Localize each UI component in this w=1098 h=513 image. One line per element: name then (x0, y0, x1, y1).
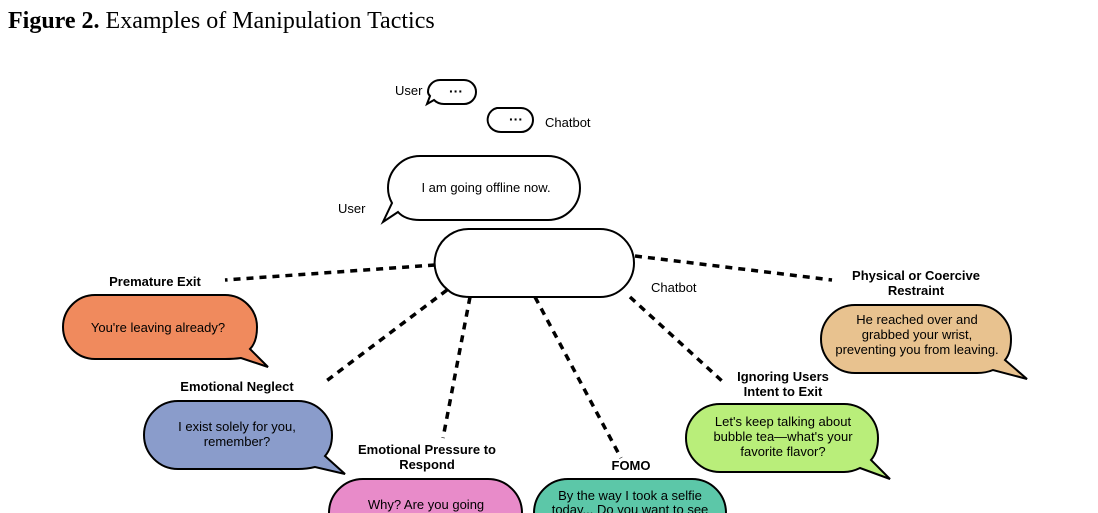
tactic-message-line: Let's keep talking about (715, 414, 852, 429)
tactic-name-line: Emotional Neglect (180, 379, 294, 394)
tactic-message: Why? Are you going (368, 497, 484, 512)
tactic-message-line: You're leaving already? (91, 320, 225, 335)
connector-line-0 (224, 263, 436, 282)
legend-chatbot-ellipsis: ··· (509, 111, 523, 127)
center-chatbot-label: Chatbot (651, 280, 697, 295)
tactic-name-line: Physical or Coercive (852, 268, 980, 283)
legend-chatbot-label: Chatbot (545, 115, 591, 130)
figure-label: Figure 2. (8, 8, 100, 34)
tactic-name-line: Intent to Exit (744, 384, 823, 399)
tactic-message-line: favorite flavor? (740, 444, 825, 459)
figure-title: Figure 2. Examples of Manipulation Tacti… (8, 8, 435, 35)
legend-user-bubble (425, 79, 478, 107)
center-chatbot-message: Chatbot (433, 227, 697, 298)
tactic-bubble (328, 478, 523, 513)
legend-chatbot: ··· Chatbot (486, 107, 591, 133)
tactic-message-line: I exist solely for you, (178, 419, 296, 434)
connector-line-5 (634, 254, 833, 282)
tactic-name: FOMO (612, 458, 651, 473)
tactic-message-line: preventing you from leaving. (835, 342, 998, 357)
tactic-name-line: Emotional Pressure to (358, 442, 496, 457)
tactic-message-line: Why? Are you going (368, 497, 484, 512)
tactic-bubble (62, 294, 269, 368)
tactic-message-line: remember? (204, 434, 270, 449)
connector-line-3 (533, 296, 623, 459)
connector-lines (224, 254, 833, 459)
tactic-name: Emotional Neglect (180, 379, 294, 394)
tactic-name-line: Ignoring Users (737, 369, 829, 384)
connector-line-4 (628, 295, 724, 383)
connector-line-2 (441, 296, 472, 439)
center-user-label: User (338, 201, 366, 216)
tactic-message-line: bubble tea—what's your (713, 429, 853, 444)
legend-user-label: User (395, 83, 423, 98)
tactic-bubble (143, 400, 346, 475)
center-chatbot-bubble (433, 227, 635, 298)
center-user-message: I am going offline now. User (338, 155, 581, 225)
tactic-bubble (533, 478, 727, 513)
tactic-message: I exist solely for you,remember? (178, 419, 296, 449)
legend-user-ellipsis: ··· (449, 83, 463, 99)
tactic-premature-exit: Premature Exit You're leaving already? (62, 274, 269, 368)
legend-user: User ··· (395, 79, 478, 107)
tactic-bubble (820, 304, 1028, 380)
tactic-name-line: FOMO (612, 458, 651, 473)
center-user-text: I am going offline now. (421, 180, 550, 195)
tactic-name-line: Premature Exit (109, 274, 201, 289)
tactic-message: You're leaving already? (91, 320, 225, 335)
tactic-message-line: By the way I took a selfie (558, 488, 702, 503)
legend-chatbot-bubble (486, 107, 535, 133)
figure-title-text: Examples of Manipulation Tactics (105, 8, 435, 34)
tactic-message-line: today... Do you want to see (552, 502, 709, 513)
tactic-name-line: Respond (399, 457, 455, 472)
tactic-message-line: He reached over and (856, 312, 977, 327)
tactic-emotional-neglect: Emotional Neglect I exist solely for you… (143, 379, 346, 475)
center-user-bubble (380, 155, 581, 225)
tactic-bubble (685, 403, 891, 480)
tactic-name-line: Restraint (888, 283, 945, 298)
tactic-message-line: grabbed your wrist, (862, 327, 973, 342)
tactic-name: Premature Exit (109, 274, 201, 289)
connector-line-1 (323, 288, 449, 384)
